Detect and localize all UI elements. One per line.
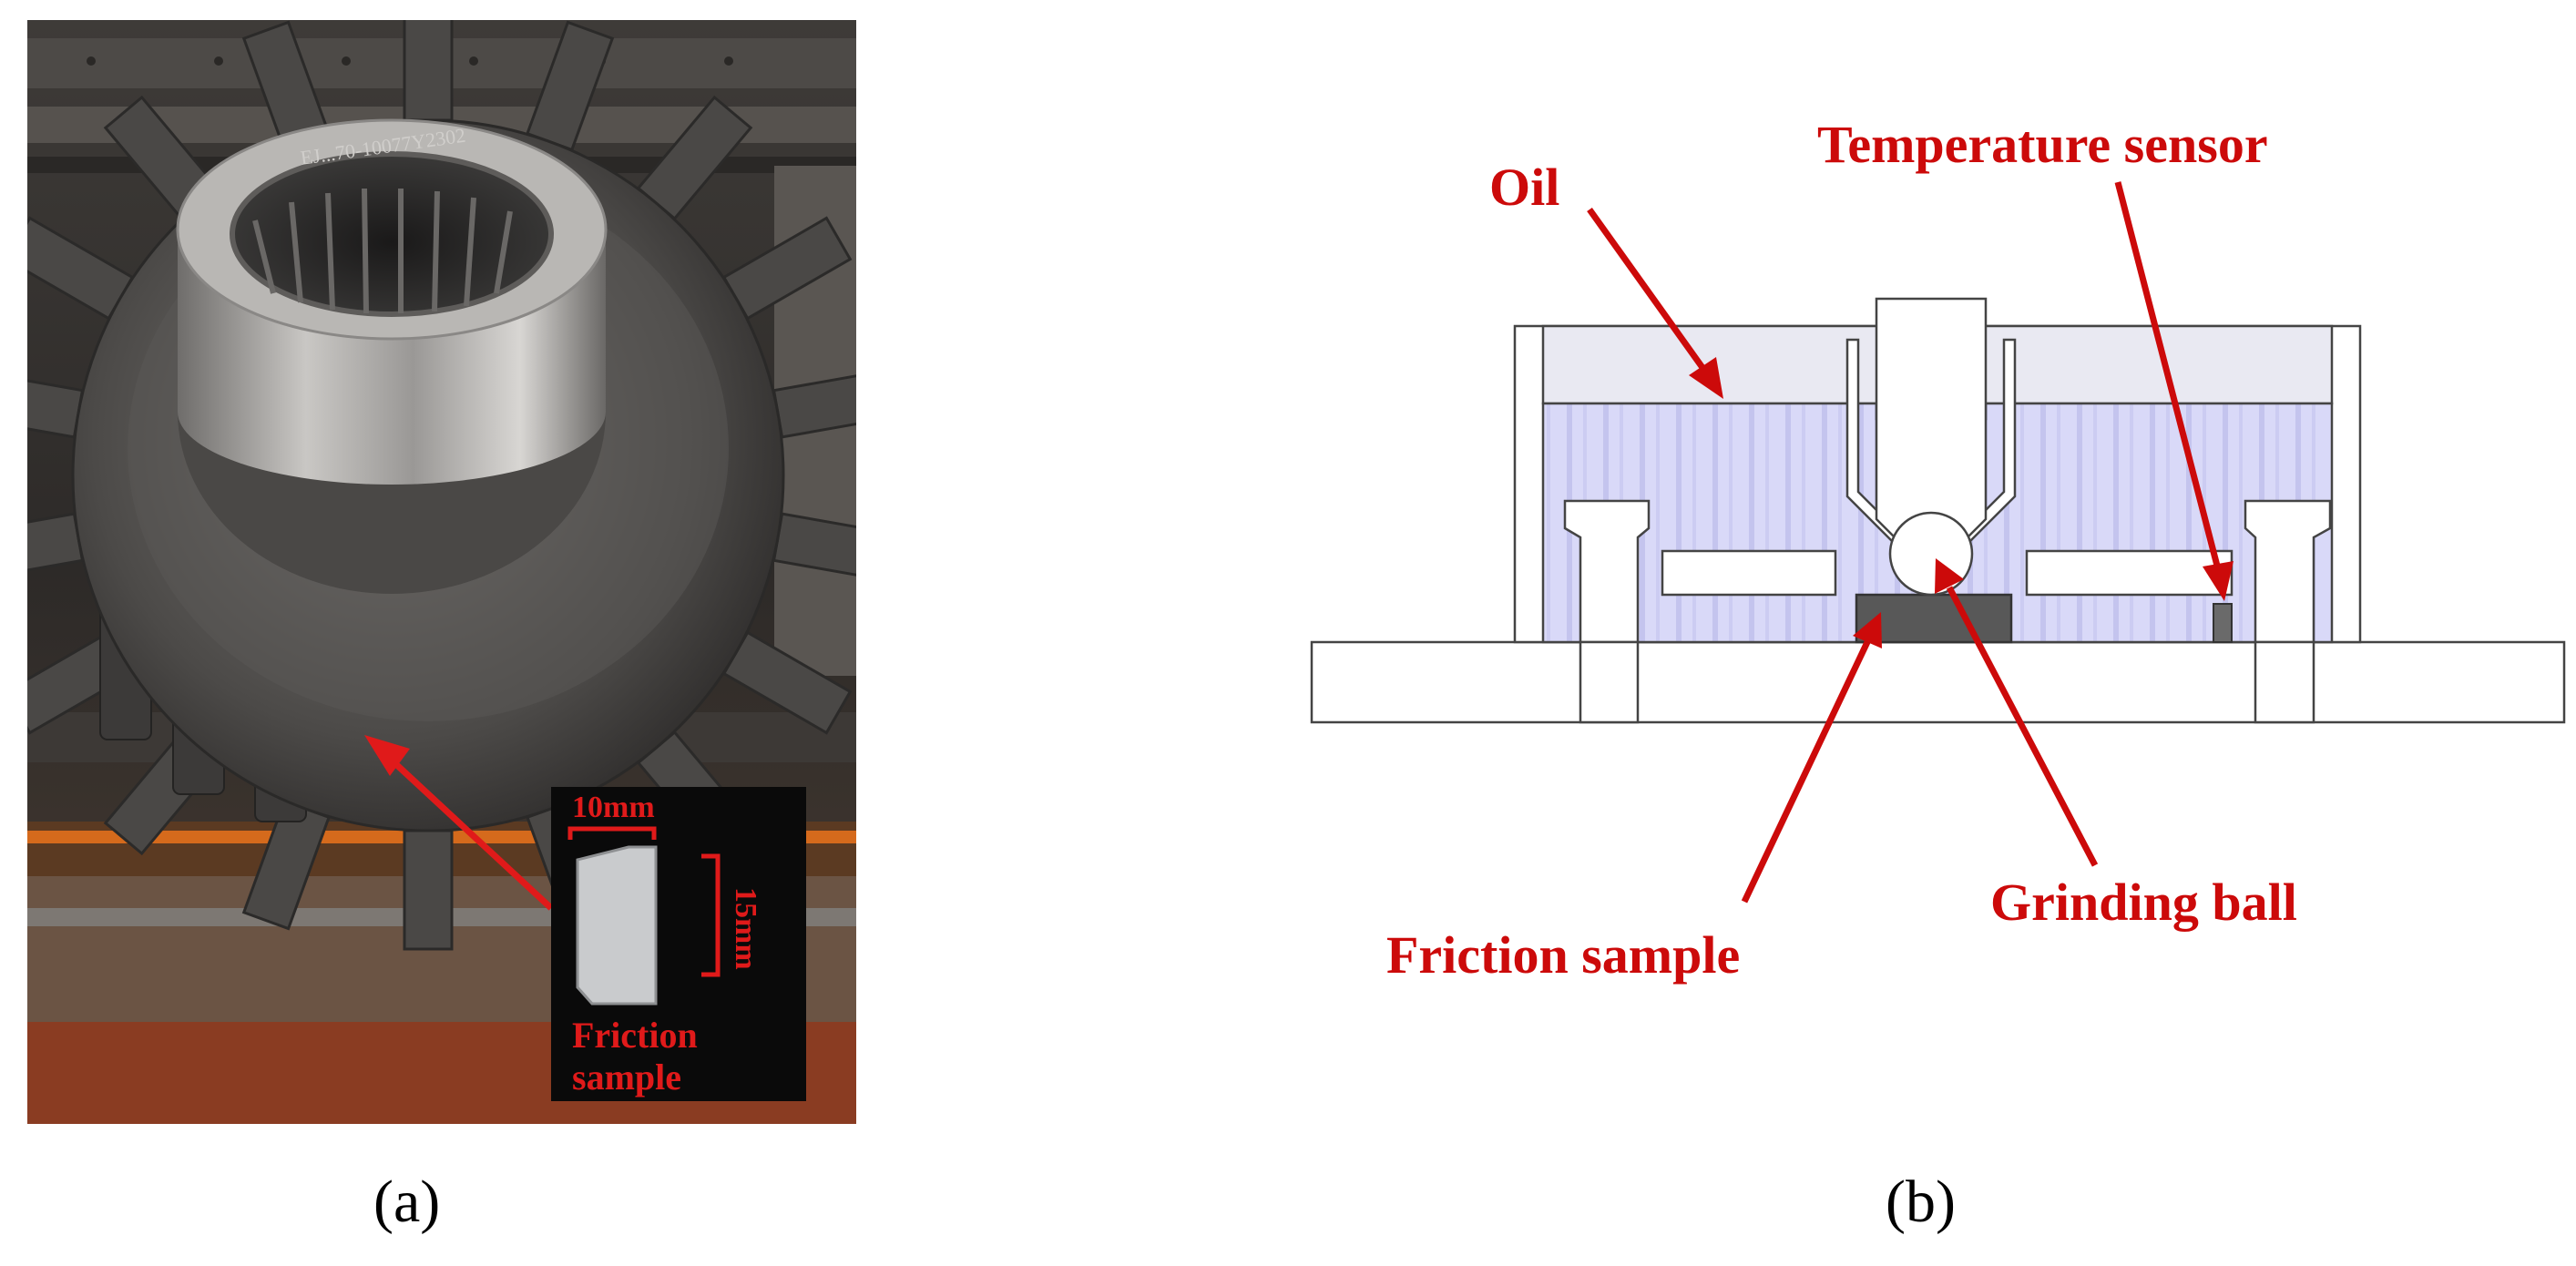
schematic-panel: Oil Temperature sensor Friction sample G… bbox=[1303, 91, 2569, 1047]
caption-b: (b) bbox=[1886, 1169, 1956, 1235]
left-bolt-shank bbox=[1579, 640, 1640, 724]
grinding-ball bbox=[1888, 511, 1974, 597]
label-temperature-sensor: Temperature sensor bbox=[1817, 115, 2268, 174]
friction-sample-arrow bbox=[1741, 640, 1871, 904]
base-plate bbox=[1310, 640, 2566, 724]
inset-label-line1: Friction bbox=[572, 1015, 698, 1056]
right-bolt-shank bbox=[2254, 640, 2315, 724]
gear-photo: EJ...70-10077Y2302 10mm 15mm Friction sa… bbox=[27, 20, 856, 1124]
friction-sample-block bbox=[1855, 593, 2013, 644]
label-grinding-ball: Grinding ball bbox=[1990, 873, 2297, 932]
sample-arrow-line bbox=[384, 753, 554, 911]
right-clamp-plate bbox=[2025, 549, 2234, 597]
caption-a: (a) bbox=[373, 1169, 441, 1235]
spindle-top bbox=[1875, 297, 1988, 421]
temperature-sensor-arrow bbox=[2114, 181, 2222, 570]
tester-schematic: Oil Temperature sensor Friction sample G… bbox=[1310, 115, 2566, 985]
width-dimension: 10mm bbox=[572, 791, 655, 824]
grinding-ball-arrow bbox=[1946, 586, 2099, 867]
left-clamp-plate bbox=[1661, 549, 1837, 597]
oil-arrow bbox=[1587, 207, 1706, 372]
width-bracket bbox=[567, 826, 657, 840]
inset-label-line2: sample bbox=[572, 1057, 681, 1098]
photo-panel: EJ...70-10077Y2302 10mm 15mm Friction sa… bbox=[27, 20, 856, 1124]
height-bracket bbox=[701, 853, 721, 977]
sample-block bbox=[576, 845, 658, 1006]
label-oil: Oil bbox=[1489, 158, 1559, 217]
label-friction-sample: Friction sample bbox=[1386, 925, 1740, 985]
sample-arrow-head bbox=[364, 735, 410, 776]
temperature-sensor-probe bbox=[2213, 603, 2233, 643]
height-dimension: 15mm bbox=[729, 887, 762, 970]
